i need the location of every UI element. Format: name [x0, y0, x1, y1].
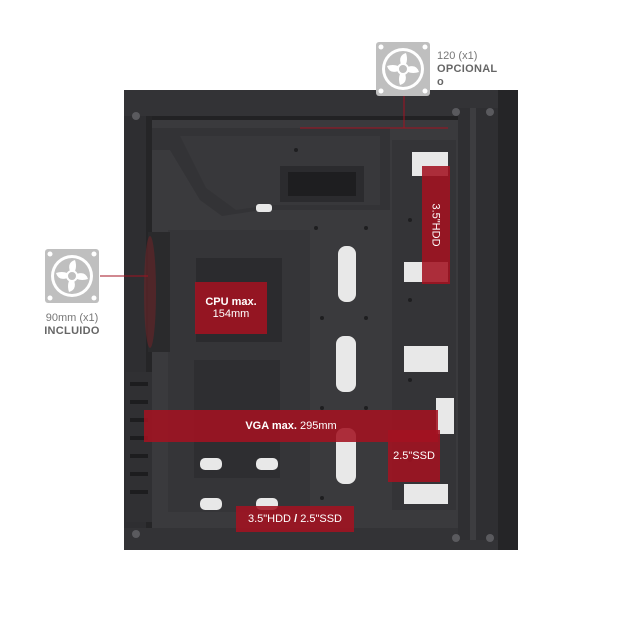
bottom-drive-label: 3.5"HDD / 2.5"SSD — [236, 506, 354, 532]
cpu-title: CPU max. — [205, 296, 257, 308]
case-front-rail — [458, 108, 498, 540]
vga-title: VGA max. — [245, 420, 297, 432]
bottom-sep: / — [294, 513, 298, 525]
top-fan-status-cont: o — [437, 76, 445, 88]
bottom-hdd-text: 3.5"HDD — [247, 513, 291, 525]
fan-icon — [45, 249, 99, 303]
hdd-bay-label: 3.5"HDD — [422, 166, 450, 284]
case-bottom-rail — [124, 528, 518, 550]
ssd-bay-text: 2.5"SSD — [393, 450, 435, 462]
vga-value: 295mm — [299, 420, 337, 432]
hdd-bay-text: 3.5"HDD — [430, 203, 442, 247]
fan-icon — [376, 42, 430, 96]
cpu-value: 154mm — [212, 308, 250, 320]
top-fan-status: OPCIONAL — [437, 63, 498, 75]
expansion-slots — [126, 372, 152, 522]
top-fan-note: 120 (x1) OPCIONAL o — [437, 50, 497, 89]
top-fan-count: 120 (x1) — [437, 50, 478, 62]
ssd-bay-label: 2.5"SSD — [388, 430, 440, 482]
cpu-clearance-label: CPU max. 154mm — [195, 282, 267, 334]
bottom-ssd-text: 2.5"SSD — [300, 513, 343, 525]
left-fan-note: 90mm (x1) INCLUIDO — [36, 312, 108, 338]
left-fan-status: INCLUIDO — [44, 325, 100, 337]
left-fan-count: 90mm (x1) — [45, 312, 99, 324]
